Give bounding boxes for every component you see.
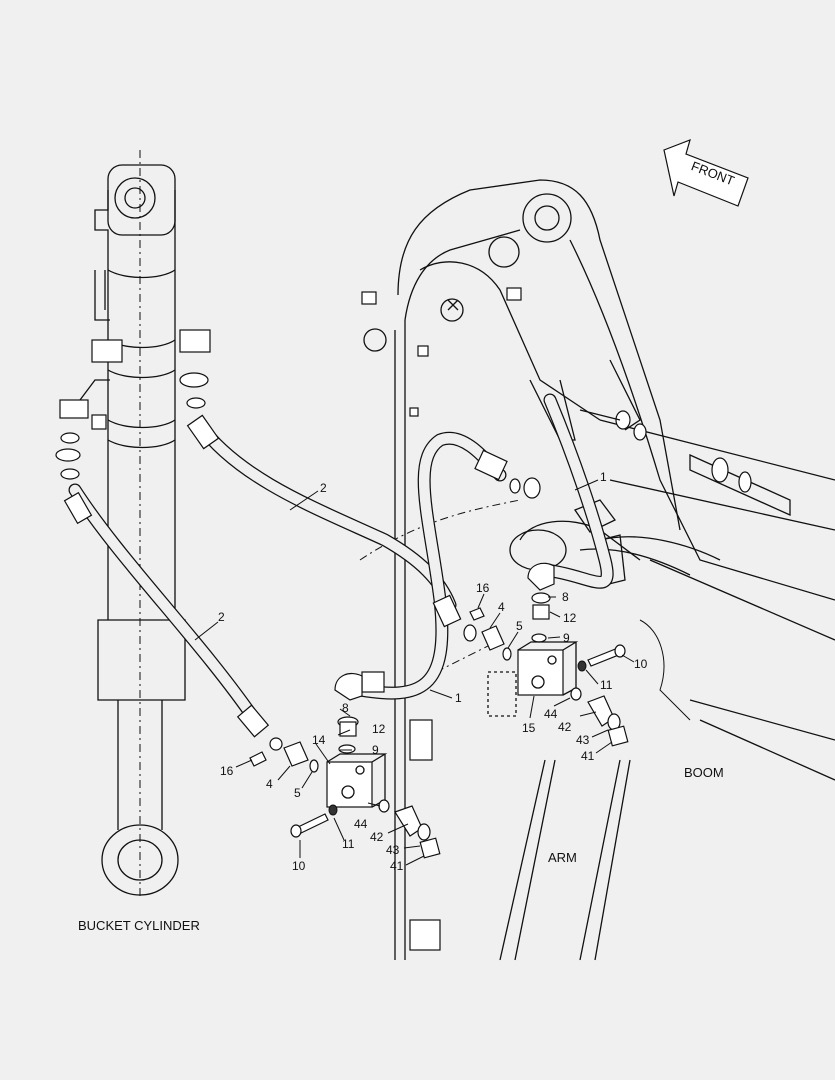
- callout-hose-1-lower: 1: [455, 691, 462, 705]
- hose-assemblies: [63, 393, 614, 738]
- boom-structure: [361, 179, 835, 781]
- callout-oring-43-right: 43: [576, 733, 590, 747]
- relief-block-14: [326, 761, 373, 808]
- callout-bolt-16-right: 16: [476, 581, 490, 595]
- callout-block-15: 15: [522, 721, 536, 735]
- callout-flange-4-right: 4: [498, 600, 505, 614]
- callout-oring-43-left: 43: [386, 843, 400, 857]
- leader-lines: [194, 479, 635, 866]
- callout-oring-44-left: 44: [354, 817, 368, 831]
- left-manifold-parts: [249, 672, 441, 859]
- callout-oring-44-right: 44: [544, 707, 558, 721]
- callout-washer-11-right: 11: [600, 678, 613, 692]
- region-labels: BUCKET CYLINDER ARM BOOM: [78, 765, 724, 933]
- callout-oring-5-left: 5: [294, 786, 301, 800]
- right-manifold-parts: [463, 409, 647, 747]
- callout-adapter-12-right: 12: [563, 611, 577, 625]
- callout-bolt-16-left: 16: [220, 764, 234, 778]
- callout-elbow-42-right: 42: [558, 720, 572, 734]
- callout-hose-1-upper: 1: [600, 470, 607, 484]
- callout-cap-41-left: 41: [390, 859, 404, 873]
- callout-cap-41-right: 41: [581, 749, 595, 763]
- callout-adapter-12-left: 12: [372, 722, 386, 736]
- callout-oring-8-right: 8: [562, 590, 569, 604]
- front-arrow: FRONT: [663, 139, 749, 207]
- callout-washer-11-left: 11: [342, 837, 355, 851]
- callout-bolt-10-left: 10: [292, 859, 306, 873]
- callout-numbers: 2 2 1 1 14 8 12 9 16 4 5 44 42 11 43 10 …: [218, 470, 648, 873]
- callout-flange-4-left: 4: [266, 777, 273, 791]
- relief-block-15: [517, 649, 564, 696]
- callout-hose-2-lower: 2: [218, 610, 225, 624]
- callout-hose-2-upper: 2: [320, 481, 327, 495]
- callout-bolt-10-right: 10: [634, 657, 648, 671]
- callout-oring-8-left: 8: [342, 701, 349, 715]
- callout-oring-9-right: 9: [563, 631, 570, 645]
- label-arm: ARM: [548, 850, 577, 865]
- callout-oring-9-left: 9: [372, 743, 379, 757]
- bucket-cylinder: [55, 150, 211, 900]
- label-bucket-cylinder: BUCKET CYLINDER: [78, 918, 200, 933]
- label-boom: BOOM: [684, 765, 724, 780]
- callout-elbow-42-left: 42: [370, 830, 384, 844]
- callout-block-14: 14: [312, 733, 326, 747]
- callout-oring-5-right: 5: [516, 619, 523, 633]
